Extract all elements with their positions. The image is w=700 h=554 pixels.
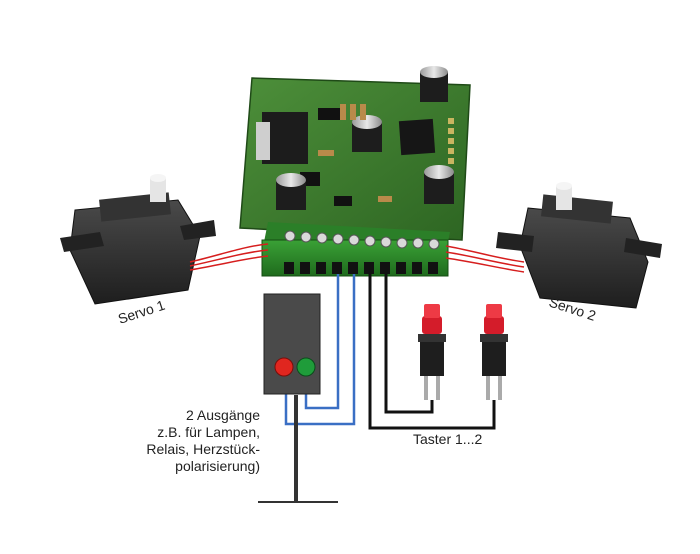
capacitor — [276, 173, 306, 210]
capacitor — [352, 115, 382, 152]
red-led — [274, 357, 294, 377]
push-button-2 — [480, 304, 508, 400]
buttons-label: Taster 1...2 — [413, 431, 482, 447]
led-output-box — [258, 293, 338, 503]
servo-1 — [60, 174, 216, 305]
green-led — [296, 357, 316, 377]
servo-2 — [496, 182, 662, 309]
servo-shaft — [150, 178, 166, 202]
button-wires — [368, 274, 496, 430]
capacitor — [420, 66, 448, 102]
servo-1-label: Servo 1 — [116, 297, 167, 327]
microcontroller-chip — [398, 118, 436, 156]
outputs-label-line: polarisierung) — [175, 458, 260, 474]
servo-wires — [189, 243, 525, 273]
output-wires — [284, 274, 356, 426]
outputs-label: 2 Ausgänge z.B. für Lampen, Relais, Herz… — [112, 407, 260, 475]
servo-shaft — [556, 186, 572, 210]
controller-pcb — [239, 66, 471, 241]
push-button-1 — [418, 304, 446, 400]
outputs-label-line: z.B. für Lampen, — [157, 424, 260, 440]
capacitor — [424, 165, 454, 204]
outputs-label-line: 2 Ausgänge — [186, 407, 260, 423]
outputs-label-line: Relais, Herzstück- — [146, 441, 260, 457]
